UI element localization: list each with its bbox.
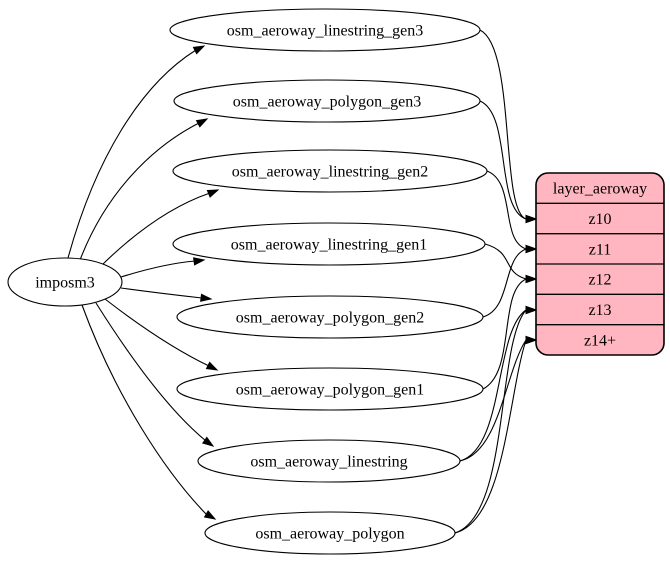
edge-arrowhead (200, 293, 213, 302)
node-osm-aeroway-polygon-label: osm_aeroway_polygon (255, 526, 404, 543)
node-osm-aeroway-polygon: osm_aeroway_polygon (204, 511, 456, 555)
edge-arrowhead (525, 274, 538, 284)
edge-imposm3-osm-aeroway-linestring-gen1 (120, 257, 206, 278)
edge-osm-aeroway-linestring-gen3-z10 (479, 29, 538, 224)
edge-arrowhead (525, 244, 538, 254)
edge-arrowhead (525, 214, 538, 224)
edge-arrowhead (205, 361, 219, 371)
edge-imposm3-osm-aeroway-polygon-gen3 (79, 118, 209, 261)
record-layer-aeroway: layer_aeroway z10 z11 z12 z13 z14+ (535, 172, 665, 356)
edge-arrowhead (201, 436, 215, 447)
record-row-z12: z12 (588, 272, 611, 289)
record-title: layer_aeroway (553, 181, 647, 198)
edge-arrowhead (203, 510, 217, 520)
node-osm-aeroway-linestring-gen3: osm_aeroway_linestring_gen3 (169, 8, 481, 52)
edge-imposm3-osm-aeroway-polygon (81, 304, 217, 520)
node-osm-aeroway-linestring-gen2-label: osm_aeroway_linestring_gen2 (232, 164, 428, 181)
node-imposm3: imposm3 (7, 257, 123, 307)
node-osm-aeroway-linestring-label: osm_aeroway_linestring (250, 454, 407, 471)
node-osm-aeroway-polygon-gen1-label: osm_aeroway_polygon_gen1 (236, 382, 424, 399)
edge-osm-aeroway-polygon-gen1-z12 (482, 274, 538, 390)
edge-arrowhead (193, 257, 206, 266)
edge-arrowhead (525, 335, 538, 345)
record-row-z14: z14+ (584, 332, 616, 349)
node-osm-aeroway-linestring-gen1: osm_aeroway_linestring_gen1 (172, 222, 486, 266)
edge-osm-aeroway-polygon-z14 (454, 335, 538, 534)
node-imposm3-label: imposm3 (35, 275, 95, 292)
edge-osm-aeroway-polygon-gen2-z11 (482, 244, 538, 318)
edge-imposm3-osm-aeroway-linestring-gen3 (67, 45, 206, 259)
node-osm-aeroway-linestring-gen1-label: osm_aeroway_linestring_gen1 (231, 237, 427, 254)
node-osm-aeroway-polygon-gen3: osm_aeroway_polygon_gen3 (173, 79, 481, 123)
edge-osm-aeroway-polygon-gen3-z10 (479, 100, 538, 224)
edge-osm-aeroway-linestring-gen2-z11 (486, 170, 538, 254)
edge-imposm3-osm-aeroway-linestring (95, 302, 215, 447)
edge-osm-aeroway-polygon-z13 (454, 305, 538, 534)
edge-imposm3-osm-aeroway-linestring-gen2 (102, 189, 220, 265)
edge-arrowhead (525, 305, 538, 315)
edge-imposm3-osm-aeroway-polygon-gen2 (120, 287, 213, 302)
record-row-z10: z10 (588, 211, 611, 228)
record-row-z13: z13 (588, 302, 611, 319)
record-row-z11: z11 (589, 241, 612, 258)
node-osm-aeroway-linestring-gen3-label: osm_aeroway_linestring_gen3 (227, 23, 423, 40)
node-osm-aeroway-linestring-gen2: osm_aeroway_linestring_gen2 (172, 149, 488, 193)
edge-arrowhead (206, 189, 220, 198)
node-osm-aeroway-polygon-gen2: osm_aeroway_polygon_gen2 (176, 295, 484, 339)
edge-arrowhead (195, 118, 209, 128)
node-osm-aeroway-linestring: osm_aeroway_linestring (197, 439, 461, 483)
node-osm-aeroway-polygon-gen2-label: osm_aeroway_polygon_gen2 (236, 310, 424, 327)
node-osm-aeroway-polygon-gen1: osm_aeroway_polygon_gen1 (176, 367, 484, 411)
node-osm-aeroway-polygon-gen3-label: osm_aeroway_polygon_gen3 (233, 94, 421, 111)
edge-imposm3-osm-aeroway-polygon-gen1 (104, 298, 219, 371)
edge-arrowhead (192, 45, 206, 55)
